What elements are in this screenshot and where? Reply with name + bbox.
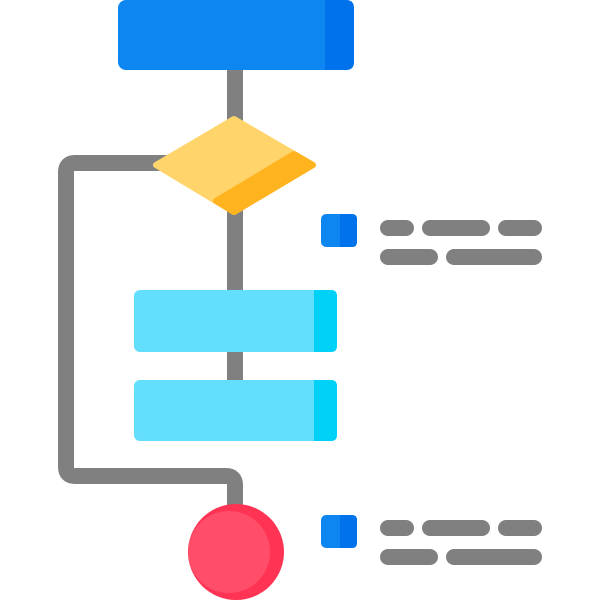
legend-entry-terminal [321,515,542,565]
legend-entry-decision [321,214,542,265]
start-block-shade [325,0,354,70]
start-block [118,0,354,70]
terminal-node [188,504,284,600]
legend-lines-1 [380,220,542,265]
legend-lines-2 [380,520,542,565]
process-block-2-body [134,380,337,441]
legend-marker-2-shade [340,515,357,548]
process-block-1-shade [314,290,337,352]
process-block-2 [134,380,337,441]
legend-marker-1-shade [340,214,357,247]
start-block-body [118,0,354,70]
connector-decision-loop-to-terminal [58,155,243,520]
process-block-2-shade [314,380,337,441]
decision-shade [213,151,316,215]
process-block-1 [134,290,337,352]
process-block-1-body [134,290,337,352]
terminal-body [188,511,270,593]
decision-diamond [153,116,316,215]
connectors [58,58,243,520]
